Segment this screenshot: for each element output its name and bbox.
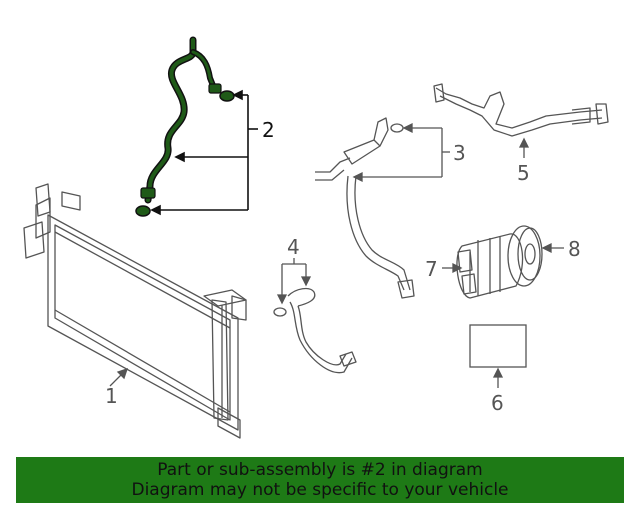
hose-part-5[interactable] <box>433 83 609 137</box>
callout-5: 5 <box>517 161 530 185</box>
highlight-banner: Part or sub-assembly is #2 in diagram Di… <box>16 457 624 503</box>
leader-5 <box>518 137 530 158</box>
callout-4: 4 <box>287 235 300 259</box>
callout-1: 1 <box>105 384 118 408</box>
clutch-part-8[interactable] <box>507 225 543 287</box>
leader-4 <box>276 258 312 305</box>
leader-3 <box>352 122 450 183</box>
condenser-part-1[interactable] <box>23 183 247 439</box>
banner-line-1: Part or sub-assembly is #2 in diagram <box>157 460 483 480</box>
hose-part-2[interactable] <box>135 36 235 217</box>
hose-part-4[interactable] <box>273 287 357 374</box>
compressor-part-7[interactable] <box>456 233 524 299</box>
leader-8 <box>541 242 564 254</box>
callout-3: 3 <box>453 141 466 165</box>
banner-line-2: Diagram may not be specific to your vehi… <box>131 480 509 500</box>
callout-7: 7 <box>425 257 438 281</box>
leader-1 <box>109 367 129 387</box>
callout-6: 6 <box>491 391 504 415</box>
callout-2: 2 <box>262 118 275 142</box>
leader-2 <box>150 89 258 216</box>
hose-part-3[interactable] <box>315 117 415 299</box>
o-ring-lower <box>135 205 151 217</box>
leader-7 <box>442 262 463 274</box>
leader-6 <box>492 367 504 388</box>
parts-diagram: 1 2 3 <box>23 36 609 439</box>
label-part-6[interactable] <box>469 324 527 368</box>
callout-8: 8 <box>568 237 581 261</box>
o-ring-upper <box>219 90 235 102</box>
